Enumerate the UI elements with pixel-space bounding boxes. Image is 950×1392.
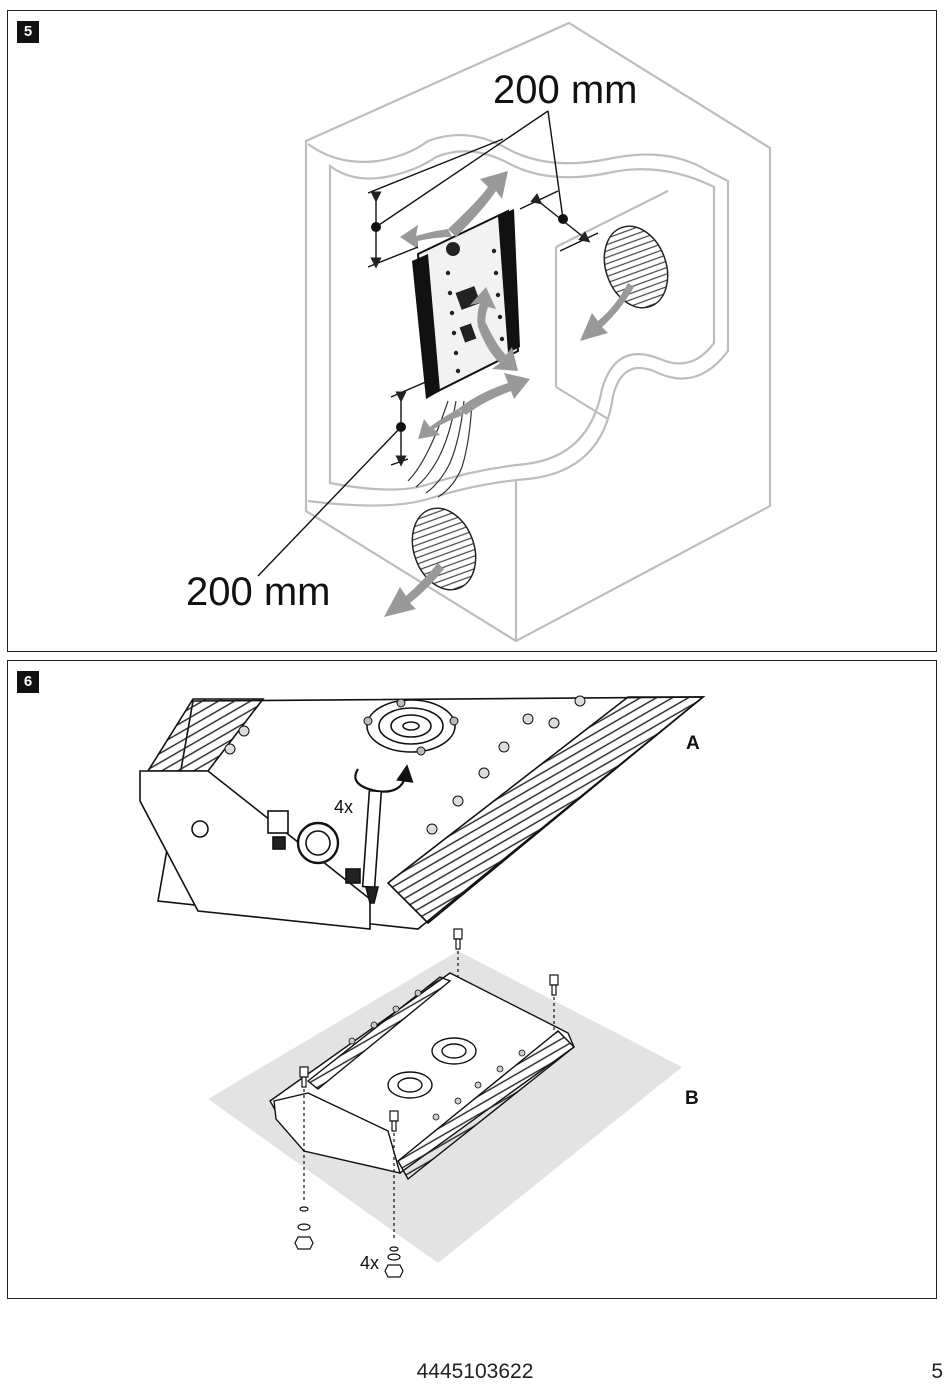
nut-quantity-label: 4x bbox=[360, 1253, 379, 1273]
top-clearance-label: 200 mm bbox=[493, 68, 638, 112]
view-b-label: B bbox=[685, 1088, 699, 1109]
page-number: 5 bbox=[931, 1360, 943, 1384]
screw-quantity-label: 4x bbox=[334, 797, 353, 817]
lower-vent-opening bbox=[401, 499, 486, 598]
document-number: 4445103622 bbox=[0, 1360, 950, 1384]
view-a-device-closeup bbox=[140, 696, 703, 929]
ventilation-illustration: 200 mm 200 mm bbox=[8, 11, 937, 652]
bottom-clearance-label: 200 mm bbox=[186, 570, 331, 614]
view-a-label: A bbox=[686, 733, 700, 754]
upper-vent-opening bbox=[593, 217, 678, 316]
cabinet-outline bbox=[306, 23, 770, 641]
figure-6-panel: 6 bbox=[7, 660, 937, 1299]
figure-5-panel: 5 bbox=[7, 10, 937, 652]
mounting-illustration: 4x A bbox=[8, 661, 937, 1299]
